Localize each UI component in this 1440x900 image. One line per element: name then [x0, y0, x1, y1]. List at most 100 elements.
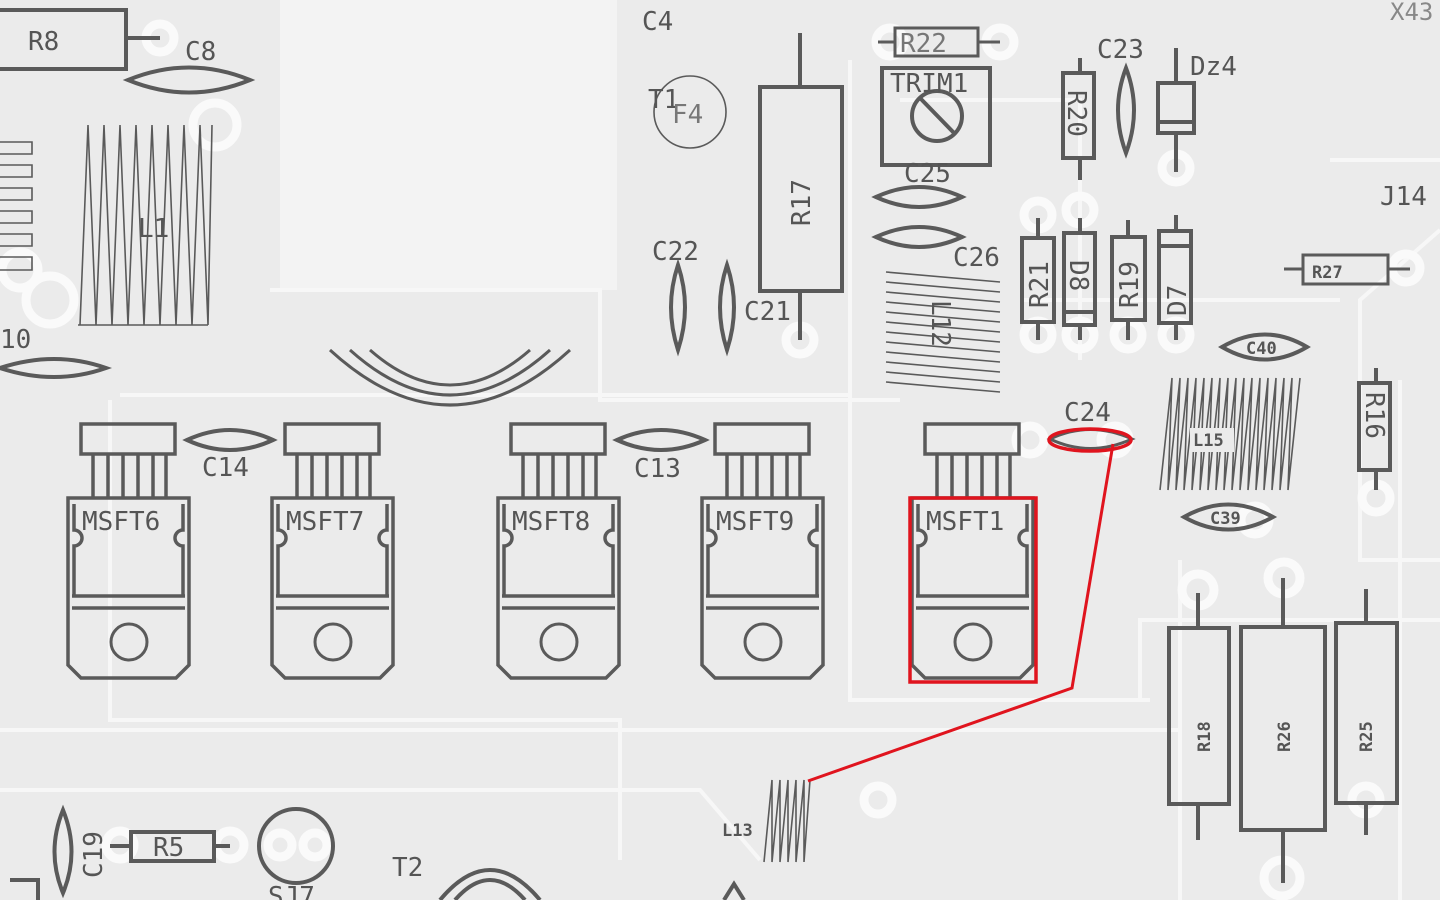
fuse-f4[interactable]: T1 F4: [648, 75, 727, 149]
mounting-hole: [953, 622, 993, 662]
label-r17: R17: [787, 179, 817, 226]
label-c14: C14: [202, 453, 249, 483]
label-msft1: MSFT1: [926, 507, 1004, 537]
inductor-l15[interactable]: L15: [1159, 377, 1301, 491]
resistor-r20[interactable]: R20: [1061, 58, 1096, 180]
selection-highlight: [807, 427, 1133, 783]
capacitor-c21[interactable]: [718, 258, 736, 357]
mounting-hole: [539, 622, 579, 662]
label-f4: F4: [672, 100, 703, 130]
label-j14: J14: [1380, 182, 1427, 212]
selected-c24-ellipse: [1047, 427, 1133, 453]
label-r26: R26: [1275, 721, 1295, 752]
label-r25: R25: [1357, 721, 1377, 752]
capacitor-c39[interactable]: C39: [1179, 502, 1278, 532]
capacitor-c22[interactable]: [669, 258, 687, 357]
label-c4: C4: [642, 7, 673, 37]
mosfet-msft8[interactable]: MSFT8: [496, 422, 621, 680]
component-outline-partial-2: [722, 880, 746, 900]
label-msft9: MSFT9: [716, 507, 794, 537]
capacitor-c10[interactable]: [0, 357, 113, 379]
label-msft6: MSFT6: [82, 507, 160, 537]
mounting-hole: [743, 622, 783, 662]
resistor-r19[interactable]: R19: [1110, 220, 1147, 340]
label-l13: L13: [722, 821, 753, 841]
diode-dz4[interactable]: Dz4: [1156, 48, 1237, 172]
selected-mosfet-box: [908, 496, 1038, 684]
capacitor-c13[interactable]: C13: [612, 428, 710, 484]
resistor-r16[interactable]: R16: [1357, 368, 1392, 490]
label-dz4: Dz4: [1190, 52, 1237, 82]
label-r16: R16: [1359, 392, 1389, 439]
resistor-r21[interactable]: R21: [1020, 218, 1056, 340]
mosfet-msft1[interactable]: MSFT1: [910, 422, 1035, 680]
label-r8: R8: [28, 27, 59, 57]
resistor-r17[interactable]: R17: [758, 33, 844, 340]
ratsnest-line: [807, 443, 1115, 783]
mounting-hole: [109, 622, 149, 662]
label-r18: R18: [1195, 721, 1215, 752]
label-c8: C8: [185, 37, 216, 67]
label-c22: C22: [652, 237, 699, 267]
component-outline-partial: [10, 878, 40, 900]
inductor-l13[interactable]: L13: [722, 779, 811, 863]
label-r19: R19: [1115, 261, 1145, 308]
mosfet-msft7[interactable]: MSFT7: [270, 422, 395, 680]
label-r27: R27: [1312, 263, 1343, 283]
diode-d7[interactable]: D7: [1157, 215, 1193, 340]
capacitor-c23[interactable]: [1116, 62, 1136, 159]
transformer-arcs: [328, 348, 572, 407]
capacitor-c25[interactable]: [871, 185, 967, 209]
connector-pins-left: [0, 141, 33, 271]
label-c24: C24: [1064, 398, 1111, 428]
label-c19: C19: [79, 831, 109, 878]
resistor-r27[interactable]: R27: [1284, 253, 1410, 286]
label-r22: R22: [900, 29, 947, 59]
inductor-l1[interactable]: L1: [78, 124, 213, 326]
diode-d8[interactable]: D8: [1062, 218, 1097, 340]
traces: [0, 60, 1440, 900]
capacitor-c19[interactable]: C19: [52, 804, 110, 899]
mounting-hole: [313, 622, 353, 662]
label-l15: L15: [1193, 431, 1224, 451]
trimmer-trim1[interactable]: TRIM1: [880, 66, 992, 167]
label-c25: C25: [904, 159, 951, 189]
capacitor-c14[interactable]: C14: [182, 428, 278, 483]
label-c26: C26: [953, 243, 1000, 273]
label-c23: C23: [1097, 35, 1144, 65]
resistor-r18[interactable]: R18: [1167, 593, 1231, 840]
capacitor-c40[interactable]: C40: [1218, 332, 1311, 362]
capacitor-c8[interactable]: C8: [122, 37, 256, 95]
label-10: 10: [0, 325, 31, 355]
mosfet-msft9[interactable]: MSFT9: [700, 422, 825, 680]
label-msft8: MSFT8: [512, 507, 590, 537]
component-circle-outline[interactable]: [257, 807, 335, 885]
label-d7: D7: [1163, 285, 1193, 316]
label-x43: X43: [1390, 0, 1433, 26]
label-trim1: TRIM1: [890, 69, 968, 99]
resistor-r25[interactable]: R25: [1334, 589, 1399, 835]
resistor-r22[interactable]: R22: [878, 26, 1000, 59]
label-l1: L1: [138, 214, 169, 244]
inductor-l12[interactable]: L12: [885, 271, 1001, 393]
label-r5: R5: [153, 833, 184, 863]
label-msft7: MSFT7: [286, 507, 364, 537]
label-c39: C39: [1210, 509, 1241, 529]
transistor-t2-outline[interactable]: [438, 868, 542, 900]
label-c21: C21: [744, 297, 791, 327]
copper-pour-region: [280, 0, 617, 290]
resistor-r26[interactable]: R26: [1239, 578, 1327, 883]
label-c40: C40: [1246, 339, 1277, 359]
mosfet-msft6[interactable]: MSFT6: [66, 422, 191, 680]
label-r20: R20: [1061, 90, 1091, 137]
capacitor-c26[interactable]: [871, 225, 967, 249]
label-d8: D8: [1063, 260, 1093, 291]
mosfet-group: MSFT6 MSFT7 MSFT8 MSFT9 MSFT1: [66, 422, 1035, 680]
resistor-r5[interactable]: R5: [110, 830, 230, 863]
label-c13: C13: [634, 454, 681, 484]
resistor-r8[interactable]: R8: [0, 8, 160, 71]
label-l12: L12: [925, 300, 955, 347]
label-r21: R21: [1025, 261, 1055, 308]
label-t1: T1: [648, 85, 679, 115]
